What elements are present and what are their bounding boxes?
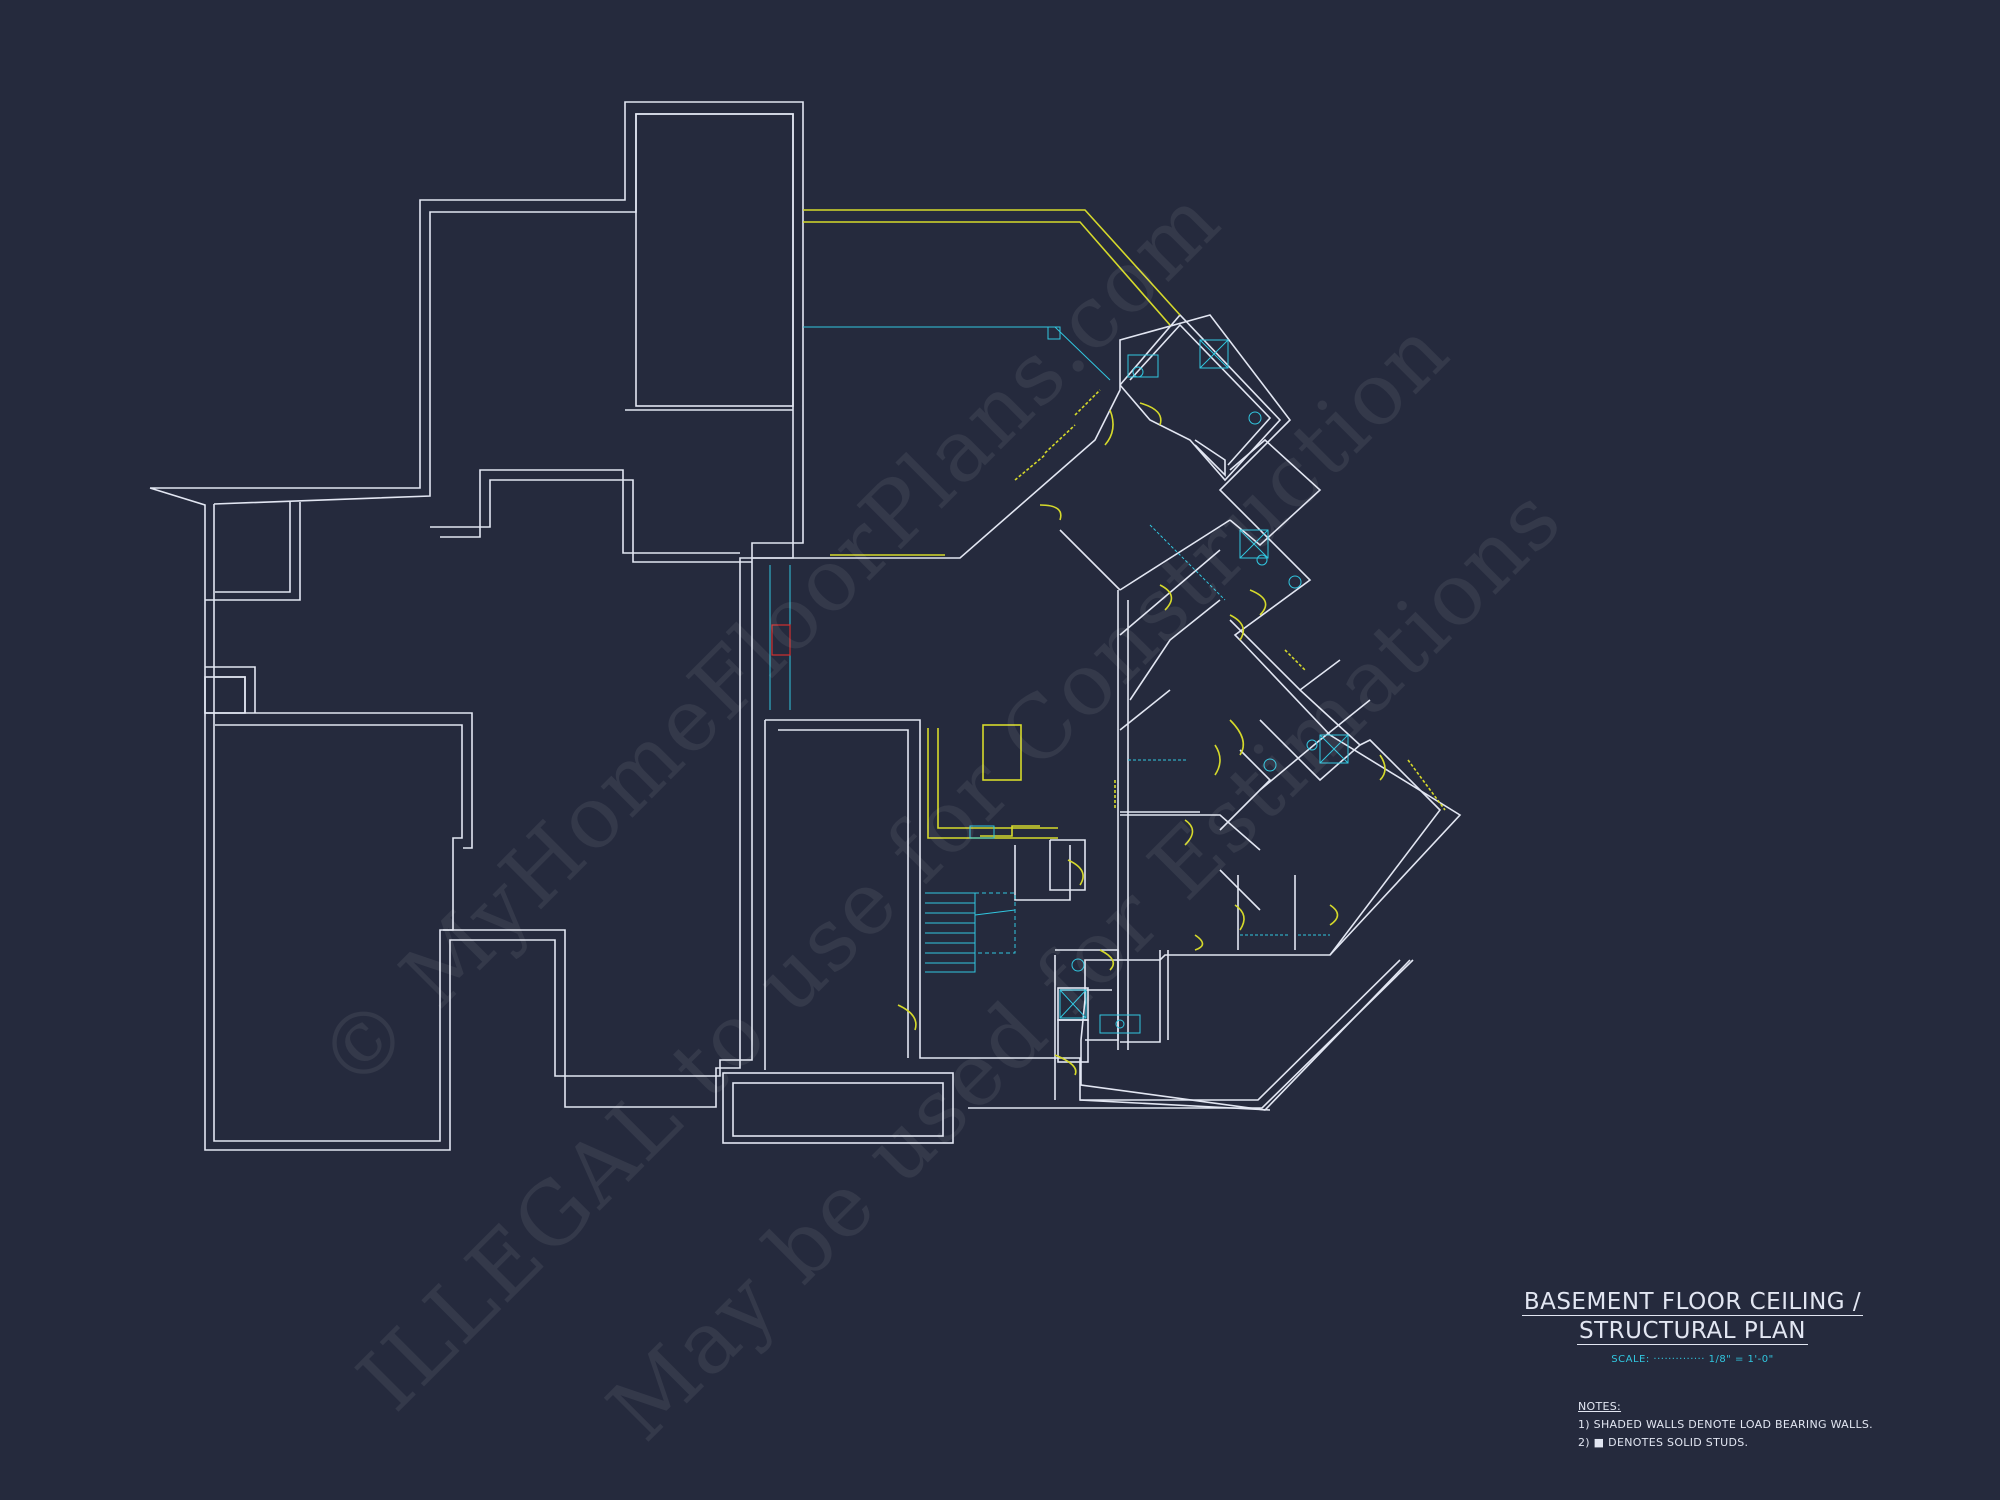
note-2: 2) ■ DENOTES SOLID STUDS. [1578, 1436, 1749, 1449]
notes-block: NOTES: 1) SHADED WALLS DENOTE LOAD BEARI… [1578, 1398, 1873, 1452]
scale-label: SCALE: ·············· 1/8" = 1'-0" [1611, 1354, 1774, 1365]
fireplace [771, 624, 791, 656]
title-block: BASEMENT FLOOR CEILING / STRUCTURAL PLAN… [1515, 1288, 1870, 1365]
drawing-title-line2: STRUCTURAL PLAN [1577, 1318, 1808, 1345]
stairs [925, 892, 1016, 973]
left-wall-segment [149, 101, 804, 1151]
walls [149, 101, 1462, 1151]
structural-members [803, 209, 1446, 1076]
garage-bay [215, 724, 463, 931]
note-1: 1) SHADED WALLS DENOTE LOAD BEARING WALL… [1578, 1418, 1873, 1431]
notes-heading: NOTES: [1578, 1400, 1622, 1413]
drawing-title-line1: BASEMENT FLOOR CEILING / [1521, 1289, 1864, 1316]
